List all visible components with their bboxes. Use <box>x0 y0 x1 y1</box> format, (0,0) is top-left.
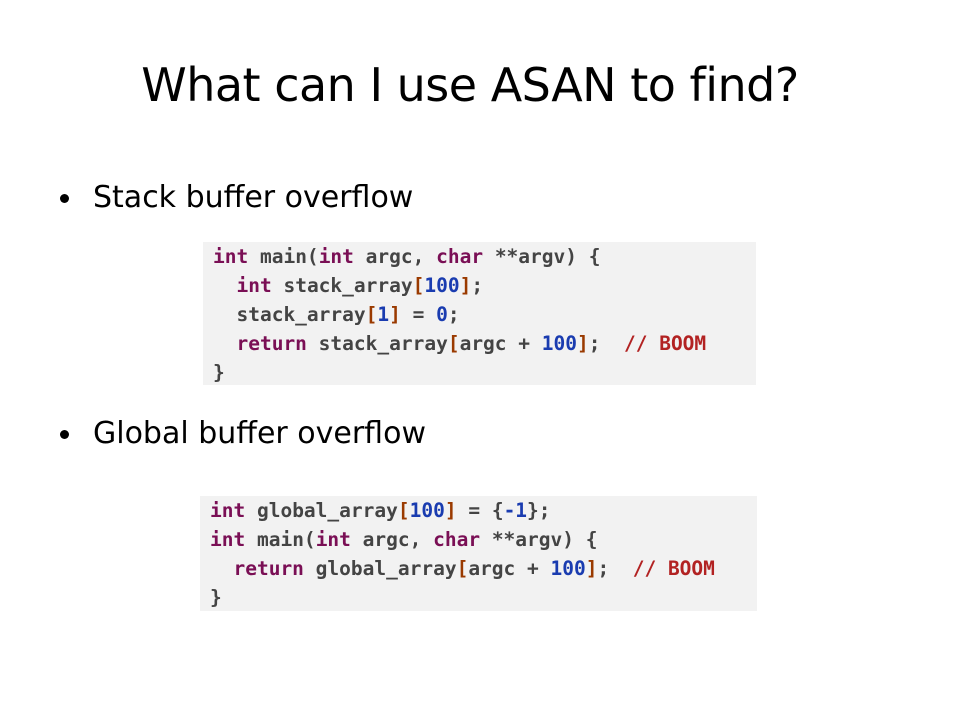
code-token: return <box>233 557 304 580</box>
code-line: stack_array[1] = 0; <box>213 300 746 329</box>
code-token: int <box>318 245 354 268</box>
bullet-dot-icon <box>60 194 69 203</box>
code-token: int <box>210 528 246 551</box>
code-token: ] <box>444 499 457 522</box>
bullet-label: Global buffer overflow <box>93 416 426 451</box>
code-token: ] <box>459 274 472 297</box>
code-token: = { <box>456 499 504 522</box>
code-token: stack_array <box>271 274 413 297</box>
code-token: 100 <box>409 499 445 522</box>
code-token: 100 <box>550 557 586 580</box>
code-token: int <box>213 245 249 268</box>
code-token: main( <box>245 528 316 551</box>
code-token: char <box>436 245 484 268</box>
code-token: char <box>433 528 481 551</box>
code-token: } <box>210 586 222 609</box>
code-token: -1 <box>503 499 528 522</box>
code-token <box>213 274 236 297</box>
code-token: ; <box>447 303 460 326</box>
code-token: ] <box>389 303 401 326</box>
code-token: // BOOM <box>623 332 707 355</box>
code-token: ; <box>471 274 484 297</box>
code-line: return stack_array[argc + 100]; // BOOM <box>213 329 746 358</box>
bullet-item-global-overflow: Global buffer overflow <box>60 416 426 451</box>
code-token: 0 <box>436 303 448 326</box>
code-token: argc, <box>350 528 434 551</box>
code-token: ] <box>577 332 589 355</box>
code-line: return global_array[argc + 100]; // BOOM <box>210 554 747 583</box>
code-token: [ <box>456 557 469 580</box>
bullet-item-stack-overflow: Stack buffer overflow <box>60 180 413 215</box>
code-token: int <box>236 274 272 297</box>
bullet-dot-icon <box>60 430 69 439</box>
code-token: [ <box>447 332 460 355</box>
code-token <box>210 557 233 580</box>
code-token: stack_array <box>306 332 448 355</box>
code-token: = <box>400 303 437 326</box>
code-token: argc + <box>459 332 542 355</box>
code-token: main( <box>248 245 319 268</box>
code-token: }; <box>527 499 551 522</box>
code-token: ] <box>585 557 598 580</box>
code-line: int main(int argc, char **argv) { <box>210 525 747 554</box>
code-token: [ <box>365 303 378 326</box>
code-token: [ <box>397 499 410 522</box>
code-line: int stack_array[100]; <box>213 271 746 300</box>
code-line: } <box>213 358 746 387</box>
code-token: ; <box>597 557 633 580</box>
code-token: global_array <box>303 557 457 580</box>
code-snippet-stack-overflow: int main(int argc, char **argv) { int st… <box>203 242 756 385</box>
bullet-label: Stack buffer overflow <box>93 180 414 215</box>
code-token: 1 <box>377 303 390 326</box>
code-token: int <box>210 499 246 522</box>
code-token: int <box>315 528 351 551</box>
code-token: // BOOM <box>632 557 715 580</box>
code-line: int main(int argc, char **argv) { <box>213 242 746 271</box>
code-token: } <box>213 361 225 384</box>
code-token: stack_array <box>213 303 366 326</box>
code-snippet-global-overflow: int global_array[100] = {-1};int main(in… <box>200 496 757 611</box>
code-token: **argv) { <box>480 528 598 551</box>
code-token: ; <box>588 332 624 355</box>
code-token: [ <box>412 274 425 297</box>
code-line: int global_array[100] = {-1}; <box>210 496 747 525</box>
code-token <box>213 332 236 355</box>
code-token: return <box>236 332 307 355</box>
code-line: } <box>210 583 747 612</box>
code-token: 100 <box>541 332 577 355</box>
code-token: 100 <box>424 274 460 297</box>
code-token: argc, <box>353 245 437 268</box>
code-token: argc + <box>468 557 551 580</box>
slide-title: What can I use ASAN to find? <box>141 58 799 112</box>
code-token: global_array <box>245 499 398 522</box>
code-token: **argv) { <box>483 245 601 268</box>
